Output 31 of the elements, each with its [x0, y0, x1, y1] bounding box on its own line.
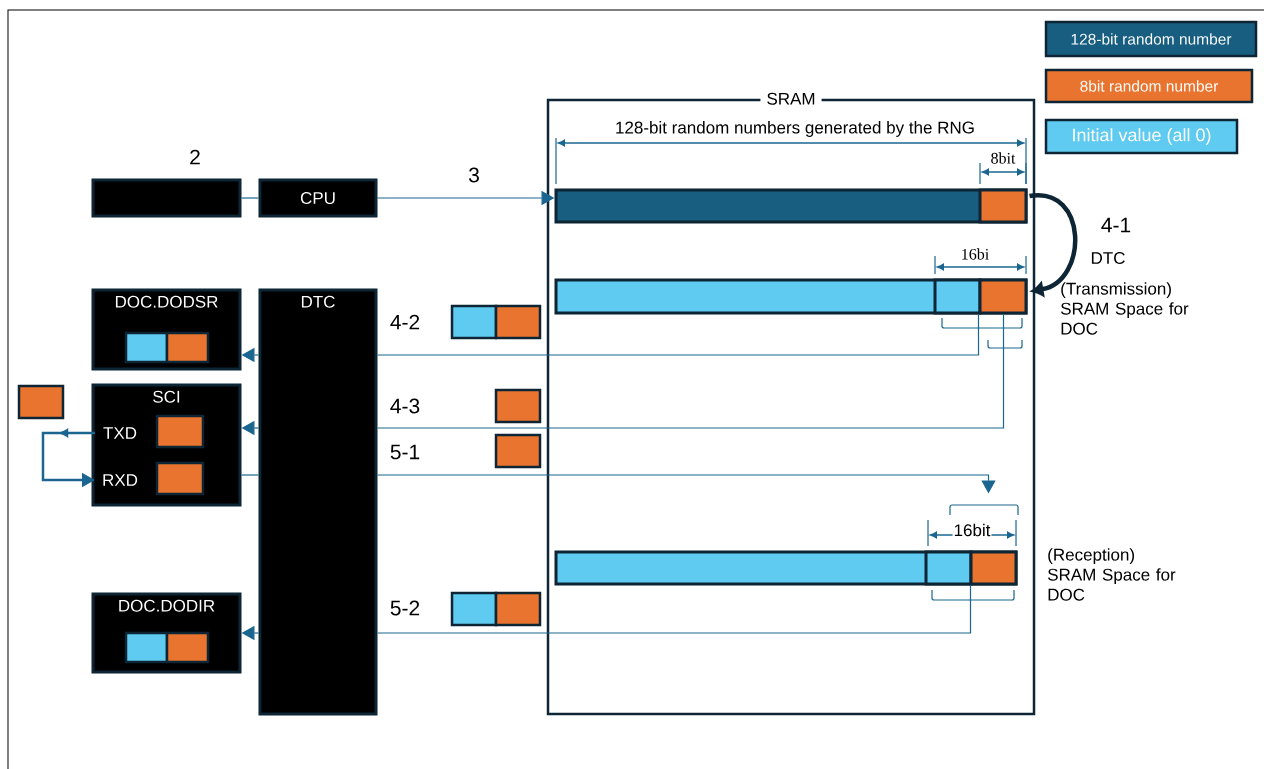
- step-number: 2: [188, 148, 202, 166]
- memory-bar: [554, 188, 1028, 224]
- legend-item: Initial value (all 0): [1044, 118, 1239, 155]
- chip-box: CPU: [258, 178, 378, 218]
- connector-line: [376, 313, 980, 356]
- dimension-label: 128-bit random numbers generated by the RNG: [614, 120, 977, 138]
- chip-box: [91, 178, 242, 218]
- step-label: DTC: [1089, 251, 1127, 265]
- dimension-label: 8bit: [989, 151, 1017, 165]
- step-number: 4-2: [390, 314, 420, 330]
- step-number: 5-2: [390, 600, 420, 616]
- pin-label: RXD: [103, 474, 138, 486]
- memory-bar: [554, 550, 1018, 586]
- pin-label: TXD: [103, 427, 137, 439]
- controller-box: DTC: [258, 288, 378, 716]
- step-number: 4-3: [390, 398, 420, 414]
- connector-line: [376, 584, 972, 634]
- connector-line: [240, 197, 260, 199]
- note-text: (Reception) SRAM Space for DOC: [1048, 548, 1176, 601]
- dimension-label: 16bi: [959, 247, 991, 261]
- curved-arrow: [1029, 193, 1078, 297]
- legend-item: 128-bit random number: [1044, 20, 1258, 58]
- step-number: 4-1: [1101, 217, 1131, 233]
- connector-line: [376, 313, 1005, 429]
- legend-item: 8bit random number: [1044, 68, 1254, 104]
- step-number: 5-1: [390, 444, 420, 460]
- connector-line: [240, 474, 260, 476]
- step-number: 3: [468, 167, 479, 183]
- dimension-label: 16bit: [952, 522, 992, 538]
- memory-bar: [554, 278, 1028, 315]
- note-text: (Transmission) SRAM Space for DOC: [1061, 282, 1189, 335]
